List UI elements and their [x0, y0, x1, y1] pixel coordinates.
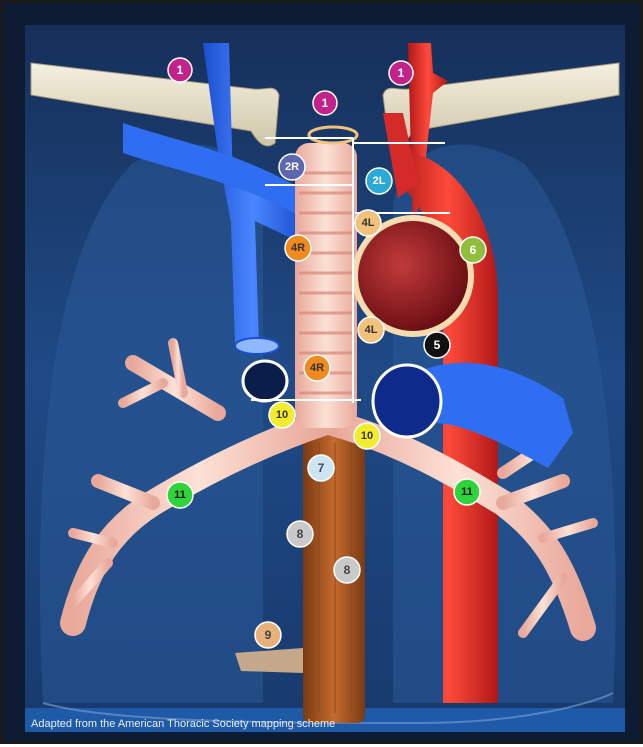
station-4R-lower[interactable]: 4R	[304, 355, 330, 381]
station-9[interactable]: 9	[255, 622, 281, 648]
svg-text:1: 1	[398, 66, 405, 80]
pulmonary-artery-opening	[373, 365, 441, 437]
station-7[interactable]: 7	[308, 455, 334, 481]
station-5[interactable]: 5	[424, 332, 450, 358]
svg-text:10: 10	[361, 430, 373, 442]
svg-text:8: 8	[297, 527, 304, 541]
station-1-right-clavicle[interactable]: 1	[168, 58, 192, 82]
svg-text:5: 5	[434, 338, 441, 352]
svg-text:11: 11	[174, 489, 186, 501]
svg-text:4L: 4L	[365, 324, 378, 336]
svg-text:1: 1	[322, 96, 329, 110]
station-10-left[interactable]: 10	[354, 423, 380, 449]
station-1-left-clavicle[interactable]: 1	[389, 61, 413, 85]
station-2R[interactable]: 2R	[279, 154, 305, 180]
station-6[interactable]: 6	[460, 237, 486, 263]
svg-text:8: 8	[344, 563, 351, 577]
svg-text:4R: 4R	[310, 362, 324, 374]
svg-text:4L: 4L	[362, 217, 375, 229]
svg-text:6: 6	[470, 243, 477, 257]
mediastinal-lymph-node-diagram: 1 1 1 2R 2L 4L 4R 6 4L 5 4R 10 10 7 11 1…	[3, 3, 643, 747]
station-10-right[interactable]: 10	[269, 402, 295, 428]
station-8-upper[interactable]: 8	[287, 521, 313, 547]
station-4R-upper[interactable]: 4R	[285, 235, 311, 261]
svg-text:1: 1	[177, 63, 184, 77]
azygos-vein-opening	[243, 361, 287, 401]
svg-text:4R: 4R	[291, 242, 305, 254]
station-11-right[interactable]: 11	[167, 482, 193, 508]
svc-opening	[235, 338, 279, 354]
svg-text:2R: 2R	[285, 161, 299, 173]
svg-text:9: 9	[265, 628, 272, 642]
station-11-left[interactable]: 11	[454, 479, 480, 505]
station-4L-lower[interactable]: 4L	[358, 317, 384, 343]
svg-text:7: 7	[318, 461, 325, 475]
svg-text:11: 11	[461, 486, 473, 498]
svg-text:2L: 2L	[373, 175, 386, 187]
station-1-center[interactable]: 1	[313, 91, 337, 115]
svg-text:10: 10	[276, 409, 288, 421]
station-4L-upper[interactable]: 4L	[355, 210, 381, 236]
station-2L[interactable]: 2L	[366, 168, 392, 194]
station-8-lower[interactable]: 8	[334, 557, 360, 583]
figure-caption: Adapted from the American Thoracic Socie…	[31, 717, 621, 731]
